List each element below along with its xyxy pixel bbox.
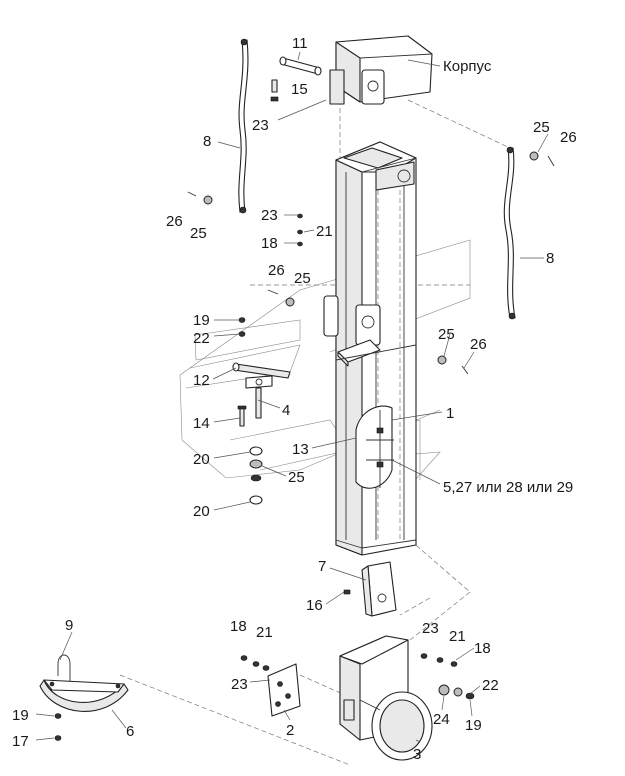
plate-2 — [267, 663, 301, 717]
hardware-bottom-left — [240, 655, 270, 671]
label-2: 2 — [286, 722, 294, 739]
label-23-top: 23 — [252, 117, 269, 134]
outlet-spout-3 — [339, 635, 433, 761]
pin-11 — [279, 56, 322, 76]
label-22-left: 22 — [193, 330, 210, 347]
nuts-19-17 — [54, 713, 62, 741]
label-22-bottom-right: 22 — [482, 677, 499, 694]
label-19-left: 19 — [193, 312, 210, 329]
label-26-top-right: 26 — [560, 129, 577, 146]
label-26-mid: 26 — [268, 262, 285, 279]
hardware-left-upper — [187, 191, 303, 307]
hardware-bottom-right — [420, 653, 475, 700]
label-12: 12 — [193, 372, 210, 389]
label-13: 13 — [292, 441, 309, 458]
label-25-low: 25 — [288, 469, 305, 486]
label-25-top-right: 25 — [533, 119, 550, 136]
label-11: 11 — [292, 35, 308, 52]
label-3: 3 — [413, 746, 421, 763]
label-1: 1 — [446, 405, 454, 422]
bolt-15 — [270, 79, 279, 102]
label-23-bottom-right: 23 — [422, 620, 439, 637]
label-26-left: 26 — [166, 213, 183, 230]
label-21-bottom-right: 21 — [449, 628, 466, 645]
label-14: 14 — [193, 415, 210, 432]
label-25-right: 25 — [438, 326, 455, 343]
label-16: 16 — [306, 597, 323, 614]
label-17: 17 — [12, 733, 29, 750]
label-9: 9 — [65, 617, 73, 634]
rod-8-left — [238, 38, 249, 214]
korpus-top-housing — [329, 35, 433, 105]
hardware-right — [437, 151, 555, 375]
label-18-bottom-left: 18 — [230, 618, 247, 635]
label-21-bottom-left: 21 — [256, 624, 273, 641]
label-7: 7 — [318, 558, 326, 575]
label-8-right: 8 — [546, 250, 554, 267]
label-korpus: Корпус — [443, 58, 492, 75]
bolt-14 — [237, 405, 247, 427]
hinge-plate-1 — [355, 405, 394, 489]
main-column-tube — [323, 141, 417, 556]
callout-labels: Корпус 11 15 23 8 25 26 8 23 21 18 26 25… — [12, 35, 577, 763]
label-26-right: 26 — [470, 336, 487, 353]
label-24: 24 — [433, 711, 450, 728]
label-23-bottom-left: 23 — [231, 676, 248, 693]
label-6: 6 — [126, 723, 134, 740]
label-20-a: 20 — [193, 451, 210, 468]
label-25-left: 25 — [190, 225, 207, 242]
bracket-4 — [245, 375, 273, 419]
assembly-guide-lines — [119, 99, 511, 766]
label-19-bottom-left: 19 — [12, 707, 29, 724]
label-15: 15 — [291, 81, 308, 98]
plate-7 — [343, 561, 397, 617]
u-bolt-9 — [57, 654, 71, 690]
label-8-left: 8 — [203, 133, 211, 150]
label-23-mid: 23 — [261, 207, 278, 224]
label-18-bottom-right: 18 — [474, 640, 491, 657]
label-21-mid: 21 — [316, 223, 333, 240]
label-19-bottom-right: 19 — [465, 717, 482, 734]
rod-8-right — [503, 146, 516, 320]
label-20-b: 20 — [193, 503, 210, 520]
label-4: 4 — [282, 402, 290, 419]
leader-lines — [35, 51, 549, 743]
label-18-mid: 18 — [261, 235, 278, 252]
bracket-12 — [232, 362, 291, 379]
saddle-6 — [39, 679, 129, 712]
label-5-27-28-29: 5,27 или 28 или 29 — [443, 479, 573, 496]
label-25-mid: 25 — [294, 270, 311, 287]
washers-20-25 — [249, 446, 263, 505]
